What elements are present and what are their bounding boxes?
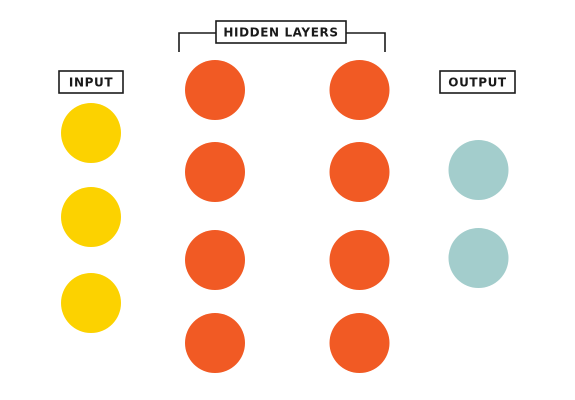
input-node xyxy=(61,103,121,163)
hidden-1-node xyxy=(185,60,245,120)
input-layer-header: INPUT xyxy=(58,70,124,94)
output-node xyxy=(448,140,509,200)
hidden-2-node xyxy=(329,60,390,120)
input-label-box xyxy=(58,70,124,94)
hidden-layers-header: HIDDEN LAYERS xyxy=(178,20,386,52)
hidden-1-node xyxy=(185,313,245,373)
hidden-2-node xyxy=(329,142,390,202)
input-layer-label: INPUT xyxy=(69,76,113,90)
output-label-box xyxy=(439,70,516,94)
output-layer xyxy=(448,140,509,288)
hidden-2-node xyxy=(329,313,390,373)
input-node xyxy=(61,273,121,333)
output-layer-label: OUTPUT xyxy=(448,76,507,90)
hidden-layer-1 xyxy=(185,60,245,373)
hidden-layers-label-box xyxy=(215,20,347,44)
output-layer-header: OUTPUT xyxy=(439,70,516,94)
hidden-1-node xyxy=(185,230,245,290)
hidden-layers-bracket xyxy=(178,32,386,52)
hidden-layers-label: HIDDEN LAYERS xyxy=(223,26,338,40)
input-layer xyxy=(61,103,121,333)
hidden-1-node xyxy=(185,142,245,202)
hidden-layer-2 xyxy=(329,60,390,373)
input-node xyxy=(61,187,121,247)
output-node xyxy=(448,228,509,288)
hidden-2-node xyxy=(329,230,390,290)
